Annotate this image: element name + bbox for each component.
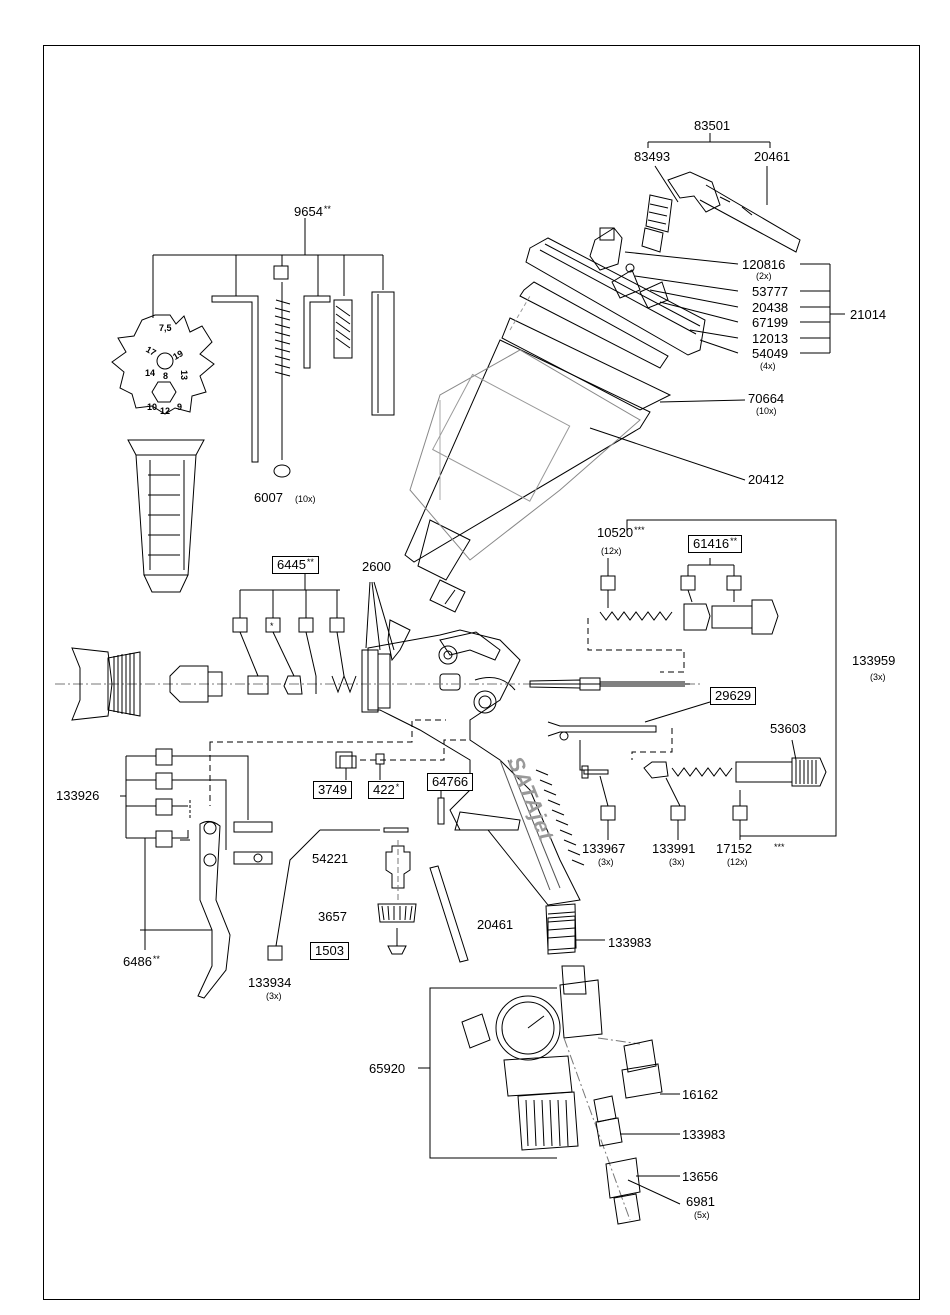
air-valve-54221 bbox=[377, 840, 469, 963]
qty-133959: (3x) bbox=[870, 672, 886, 682]
label-3749: 3749 bbox=[313, 781, 352, 799]
label-133991: 133991 bbox=[652, 841, 696, 856]
label-12013: 12013 bbox=[752, 331, 789, 346]
label-422-mark: * bbox=[395, 782, 400, 792]
label-10520-number: 10520 bbox=[597, 525, 634, 540]
label-16162: 16162 bbox=[682, 1087, 719, 1102]
bracket-133959 bbox=[626, 519, 837, 837]
label-20461-mid: 20461 bbox=[477, 917, 514, 932]
label-9654: 9654** bbox=[294, 204, 331, 219]
label-61416: 61416** bbox=[688, 535, 743, 553]
label-65920: 65920 bbox=[369, 1061, 406, 1076]
tool-set-9654 bbox=[111, 218, 395, 593]
label-133983-gun: 133983 bbox=[608, 935, 652, 950]
qty-54049: (4x) bbox=[760, 361, 776, 371]
wrench-mark-7: 10 bbox=[147, 402, 158, 412]
label-3657: 3657 bbox=[318, 909, 347, 924]
qty-120816: (2x) bbox=[756, 271, 772, 281]
label-6007: 6007 bbox=[254, 490, 283, 505]
label-133967: 133967 bbox=[582, 841, 626, 856]
label-54049: 54049 bbox=[752, 346, 789, 361]
label-20412: 20412 bbox=[748, 472, 785, 487]
regulator-65920 bbox=[418, 965, 641, 1221]
label-6445-mark: ** bbox=[306, 557, 314, 567]
spray-gun-body bbox=[367, 619, 585, 951]
label-70664: 70664 bbox=[748, 391, 785, 406]
qty-6007: (10x) bbox=[295, 494, 316, 504]
label-6445-number: 6445 bbox=[277, 557, 306, 572]
star-marker: * bbox=[270, 621, 274, 631]
label-17152-mark: *** bbox=[774, 842, 785, 852]
cup-lid-21014 bbox=[519, 227, 706, 369]
label-67199: 67199 bbox=[752, 315, 789, 330]
label-9654-number: 9654 bbox=[294, 204, 323, 219]
label-6486-mark: ** bbox=[152, 954, 160, 964]
couplings bbox=[593, 1039, 681, 1225]
label-120816: 120816 bbox=[742, 257, 786, 272]
qty-17152: (12x) bbox=[727, 857, 748, 867]
wrench-mark-5: 13 bbox=[179, 369, 190, 381]
label-133934: 133934 bbox=[248, 975, 292, 990]
label-10520: 10520*** bbox=[597, 525, 645, 540]
label-29629: 29629 bbox=[710, 687, 757, 705]
label-9654-mark: ** bbox=[323, 204, 331, 214]
label-64766: 64766 bbox=[427, 773, 474, 791]
wrench-mark-9: 12 bbox=[160, 406, 171, 416]
qty-133991: (3x) bbox=[669, 857, 685, 867]
label-53603: 53603 bbox=[770, 721, 807, 736]
label-2600: 2600 bbox=[362, 559, 391, 574]
label-1503: 1503 bbox=[310, 942, 349, 960]
label-13656: 13656 bbox=[682, 1169, 719, 1184]
needle-assembly bbox=[529, 558, 779, 691]
bracket-83501 bbox=[647, 133, 771, 205]
lid-leaders bbox=[624, 251, 845, 354]
label-54221: 54221 bbox=[312, 851, 349, 866]
label-133959: 133959 bbox=[852, 653, 896, 668]
qty-10520: (12x) bbox=[601, 546, 622, 556]
pin-29629 bbox=[547, 701, 711, 741]
label-61416-number: 61416 bbox=[693, 536, 730, 551]
wrench-mark-6: 8 bbox=[163, 371, 169, 381]
label-83501: 83501 bbox=[694, 118, 731, 133]
elbow-fitting-83493 bbox=[641, 171, 801, 253]
label-20461-top: 20461 bbox=[754, 149, 791, 164]
wrench-mark-1: 7,5 bbox=[159, 323, 172, 333]
qty-133967: (3x) bbox=[598, 857, 614, 867]
label-20438: 20438 bbox=[752, 300, 789, 315]
nipple-133983 bbox=[547, 915, 605, 955]
label-6486: 6486** bbox=[123, 954, 160, 969]
label-422: 422* bbox=[368, 781, 405, 799]
wrench-mark-4: 14 bbox=[145, 368, 156, 378]
label-10520-mark: *** bbox=[634, 525, 645, 535]
spreader-adjust-53603 bbox=[579, 728, 827, 840]
label-6445: 6445** bbox=[272, 556, 319, 574]
label-6486-number: 6486 bbox=[123, 954, 152, 969]
nozzle-set-assembly bbox=[55, 572, 700, 721]
wrench-mark-8: 9 bbox=[177, 402, 183, 412]
trigger-parts bbox=[120, 719, 446, 999]
label-6981: 6981 bbox=[686, 1194, 715, 1209]
paint-cup-20412 bbox=[404, 295, 746, 613]
label-17152: 17152 bbox=[716, 841, 753, 856]
drawing-frame bbox=[43, 45, 920, 1300]
label-83493: 83493 bbox=[634, 149, 671, 164]
label-133926: 133926 bbox=[56, 788, 100, 803]
valve-parts bbox=[267, 739, 470, 961]
label-133983-reg: 133983 bbox=[682, 1127, 726, 1142]
label-422-number: 422 bbox=[373, 782, 395, 797]
qty-133934: (3x) bbox=[266, 991, 282, 1001]
qty-70664: (10x) bbox=[756, 406, 777, 416]
label-21014: 21014 bbox=[850, 307, 887, 322]
label-53777: 53777 bbox=[752, 284, 789, 299]
qty-6981: (5x) bbox=[694, 1210, 710, 1220]
label-61416-mark: ** bbox=[730, 536, 738, 546]
